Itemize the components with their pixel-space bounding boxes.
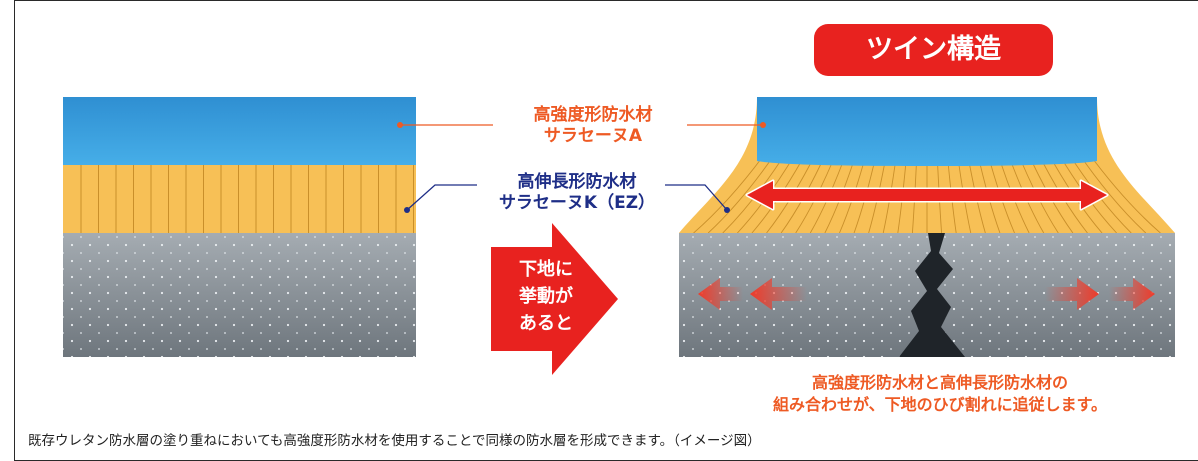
right-blue-layer xyxy=(757,97,1097,166)
label-material-a-line2: サラセーヌA xyxy=(543,126,643,146)
arrow-right-icon xyxy=(1109,278,1155,310)
left-yellow-layer xyxy=(63,165,416,233)
label-material-a: 高強度形防水材 サラセーヌA xyxy=(493,105,693,147)
summary-line2: 組み合わせが、下地のひび割れに追従します。 xyxy=(772,395,1108,414)
right-movement-arrows xyxy=(1045,278,1155,310)
crack-icon xyxy=(899,233,965,357)
caption: 既存ウレタン防水層の塗り重ねにおいても高強度形防水材を使用することで同様の防水層… xyxy=(28,433,761,449)
leader-line-k-left xyxy=(406,184,477,211)
label-material-k-line1: 高伸長形防水材 xyxy=(517,172,637,192)
leader-lines xyxy=(397,122,766,213)
summary-line1: 高強度形防水材と高伸長形防水材の xyxy=(811,373,1068,392)
label-material-a-line1: 高強度形防水材 xyxy=(533,105,653,125)
yellow-stripe xyxy=(693,150,768,233)
label-material-k: 高伸長形防水材 サラセーヌK（EZ） xyxy=(477,172,677,214)
arrow-text-line1: 下地に xyxy=(519,259,573,280)
summary-text: 高強度形防水材と高伸長形防水材の 組み合わせが、下地のひび割れに追従します。 xyxy=(705,372,1175,416)
yellow-stripe xyxy=(1086,150,1161,233)
layer-diagram xyxy=(63,97,1175,375)
left-concrete-texture xyxy=(63,233,416,357)
arrow-text: 下地に 挙動が あると xyxy=(497,256,595,337)
arrow-text-line3: あると xyxy=(519,313,573,334)
arrow-left-icon xyxy=(750,278,807,310)
big-red-arrow-icon xyxy=(491,223,618,375)
left-movement-arrows xyxy=(698,278,807,310)
right-layer-stack xyxy=(679,97,1175,357)
leader-dot-a-right xyxy=(760,122,766,128)
leader-dot-k-left xyxy=(404,207,410,213)
left-blue-layer xyxy=(63,97,416,165)
arrow-left-icon xyxy=(698,278,743,310)
stretch-double-arrow-icon xyxy=(745,179,1109,211)
left-yellow-stripes xyxy=(80,165,414,233)
leader-dot-a-left xyxy=(397,122,403,128)
twin-structure-badge: ツイン構造 xyxy=(814,24,1053,76)
leader-line-k-right xyxy=(665,184,728,211)
diagram-frame: 高強度形防水材 サラセーヌA 高伸長形防水材 サラセーヌK（EZ） ツイン構造 … xyxy=(14,0,1198,461)
leader-dot-k-right xyxy=(724,207,730,213)
left-layer-stack xyxy=(63,97,416,357)
arrow-right-icon xyxy=(1045,278,1099,310)
arrow-text-line2: 挙動が xyxy=(519,286,573,307)
label-material-k-line2: サラセーヌK（EZ） xyxy=(498,193,656,213)
